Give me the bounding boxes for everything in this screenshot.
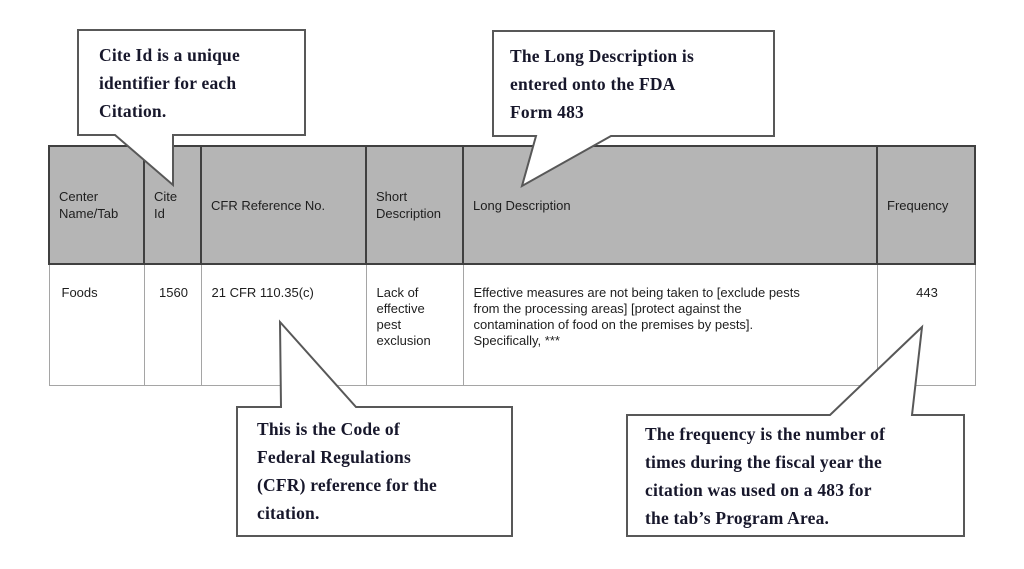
- cell-long-description: Effective measures are not being taken t…: [462, 263, 878, 386]
- callout-cfr-reference-text: This is the Code of Federal Regulations …: [257, 419, 438, 523]
- table-row: Foods 1560 21 CFR 110.35(c) Lack of effe…: [48, 263, 976, 386]
- cell-frequency: 443: [876, 263, 976, 386]
- table-header-row: Center Name/Tab Cite Id CFR Reference No…: [48, 145, 976, 265]
- callout-long-description-text: The Long Description is entered onto the…: [510, 46, 694, 122]
- cell-cfr-reference: 21 CFR 110.35(c): [200, 263, 367, 386]
- header-center-name-tab: Center Name/Tab: [48, 145, 145, 265]
- header-short-description: Short Description: [365, 145, 464, 265]
- header-cfr-reference: CFR Reference No.: [200, 145, 367, 265]
- header-cite-id: Cite Id: [143, 145, 202, 265]
- cell-short-description: Lack of effective pest exclusion: [365, 263, 464, 386]
- callout-frequency-text: The frequency is the number of times dur…: [645, 424, 886, 528]
- header-frequency: Frequency: [876, 145, 976, 265]
- cell-center-name: Foods: [48, 263, 145, 386]
- callout-cite-id-text: Cite Id is a unique identifier for each …: [99, 45, 240, 121]
- cell-cite-id: 1560: [143, 263, 202, 386]
- header-long-description: Long Description: [462, 145, 878, 265]
- citation-table: Center Name/Tab Cite Id CFR Reference No…: [48, 145, 976, 386]
